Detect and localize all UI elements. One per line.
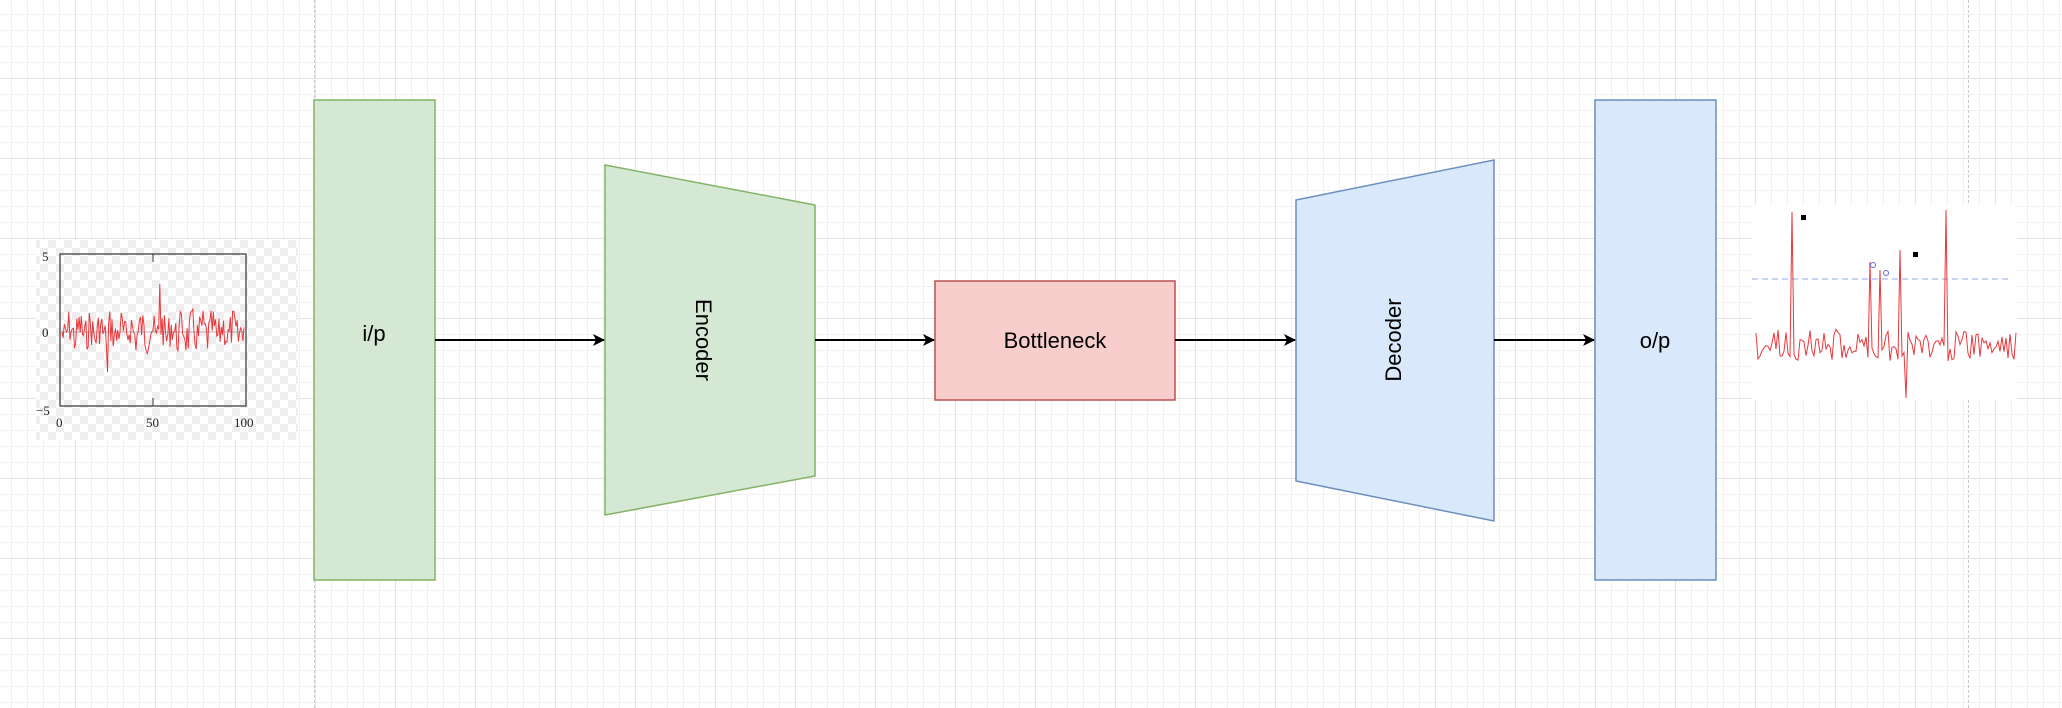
input-plot-ytick-0: 0 — [42, 325, 49, 340]
output-block-label: o/p — [1640, 328, 1671, 353]
input-plot-ytick-5: 5 — [42, 249, 49, 264]
decoder-block[interactable]: Decoder — [1295, 159, 1495, 522]
input-signal-line — [61, 283, 245, 373]
output-block-shape — [1594, 99, 1717, 581]
decoder-label: Decoder — [1381, 298, 1406, 381]
output-peak-marker — [1913, 252, 1918, 257]
decoder-shape — [1295, 159, 1495, 522]
bottleneck-label: Bottleneck — [1004, 328, 1108, 353]
output-signal-plot[interactable] — [1752, 205, 2017, 400]
output-peak-circle — [1870, 262, 1876, 268]
bottleneck-block[interactable]: Bottleneck — [934, 280, 1176, 401]
input-plot-xtick-0: 0 — [56, 415, 63, 430]
input-block[interactable]: i/p — [313, 99, 436, 581]
bottleneck-shape — [934, 280, 1176, 401]
encoder-label: Encoder — [691, 299, 716, 381]
input-plot-xtick-50: 50 — [146, 415, 159, 430]
output-block[interactable]: o/p — [1594, 99, 1717, 581]
input-plot-ytick-neg5: −5 — [36, 403, 50, 418]
encoder-shape — [604, 164, 816, 516]
output-signal-line — [1755, 209, 2017, 399]
input-signal-plot[interactable]: 5 0 −5 0 50 100 — [36, 240, 298, 440]
output-peak-marker — [1801, 215, 1806, 220]
input-plot-xtick-100: 100 — [234, 415, 254, 430]
output-peak-circle — [1883, 270, 1889, 276]
output-plot-background — [1752, 205, 2017, 400]
input-block-label: i/p — [362, 321, 385, 346]
encoder-block[interactable]: Encoder — [604, 164, 816, 516]
